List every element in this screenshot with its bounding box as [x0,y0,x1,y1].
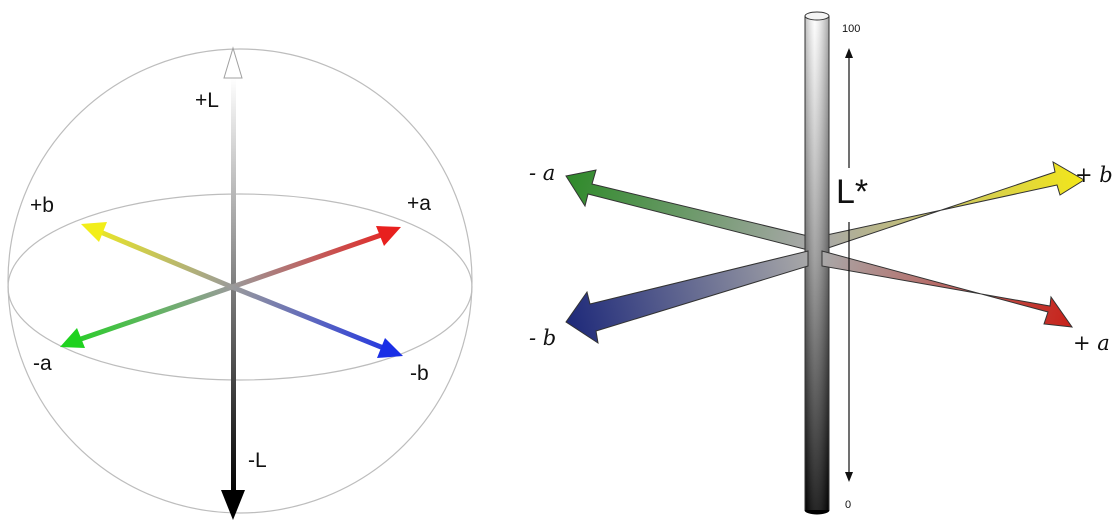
plus-b-arrow [81,222,233,290]
equator-ellipse [7,193,473,381]
plus-b-arrow-3d [821,161,1085,251]
sphere-diagram: +L -L +a -a +b -b [7,46,473,520]
minus-a-label-3d: - a [529,161,555,185]
plus-l-label: +L [195,89,219,112]
minus-b-arrow-3d [565,250,809,345]
plus-b-label: +b [30,194,54,217]
scale-bottom-tick-label: 0 [845,499,851,511]
sphere-outline [7,48,473,514]
minus-a-arrow-3d [565,169,809,251]
plus-l-arrowhead [223,46,243,79]
cylinder-diagram: 100 0 L* - a + b - b + a [529,11,1113,515]
lightness-scale [836,48,862,482]
plus-a-arrow-3d [821,250,1074,328]
minus-a-arrow [60,284,233,348]
plus-a-arrow [231,226,401,290]
minus-b-label-3d: - b [529,326,556,350]
plus-a-label: +a [407,192,431,215]
scale-top-tick-label: 100 [842,23,860,35]
l-star-label: L* [836,173,868,211]
minus-l-label: -L [248,449,267,472]
plus-a-label-3d: + a [1073,331,1110,355]
minus-b-label: -b [410,362,429,385]
minus-a-label: -a [33,352,52,375]
minus-l-arrowhead [221,490,245,520]
plus-b-label-3d: + b [1075,163,1113,187]
scale-up-arrowhead [845,48,853,58]
scale-down-arrowhead [845,472,853,482]
minus-b-arrow [231,284,403,358]
